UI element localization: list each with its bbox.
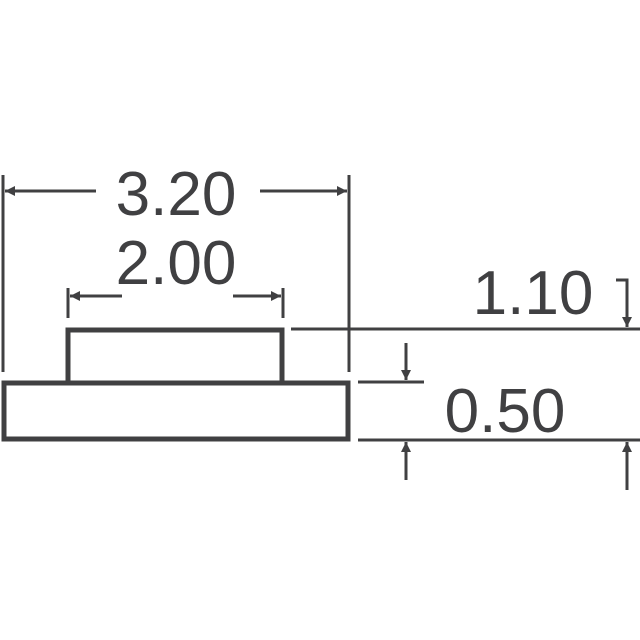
top-block	[65, 327, 285, 386]
base-block	[1, 380, 351, 442]
arrow-down-icon	[616, 278, 632, 327]
dimension-top-width: 2.00	[66, 229, 285, 318]
overall-height-label: 1.10	[473, 259, 594, 328]
top-width-label: 2.00	[116, 229, 237, 298]
dimension-overall-height: 1.10	[291, 259, 640, 490]
base-height-label: 0.50	[445, 377, 566, 446]
overall-width-label: 3.20	[116, 160, 237, 229]
dimension-overall-width: 3.20	[1, 160, 351, 372]
dimension-base-height: 0.50	[358, 343, 565, 480]
component-body	[1, 327, 351, 442]
